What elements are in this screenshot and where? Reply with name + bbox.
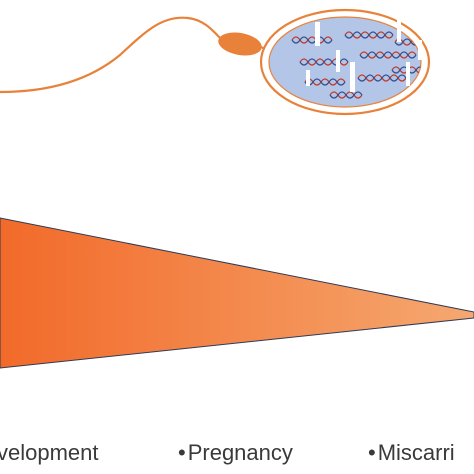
sperm-tail xyxy=(0,16,223,94)
bullet-icon: • xyxy=(368,440,376,465)
outcome-miscarriage: •Miscarri xyxy=(368,440,455,466)
bullet-icon: • xyxy=(178,440,186,465)
outcome-pregnancy-label: Pregnancy xyxy=(187,440,293,465)
sperm-head xyxy=(218,32,262,56)
outcome-development: velopment xyxy=(0,440,99,466)
gradient-wedge xyxy=(0,217,474,369)
outcome-pregnancy: •Pregnancy xyxy=(178,440,293,466)
outcome-miscarriage-label: Miscarri xyxy=(377,440,455,465)
dna-strands xyxy=(291,31,421,99)
outcome-development-label: velopment xyxy=(0,440,99,465)
dna-break-markers xyxy=(306,20,422,92)
